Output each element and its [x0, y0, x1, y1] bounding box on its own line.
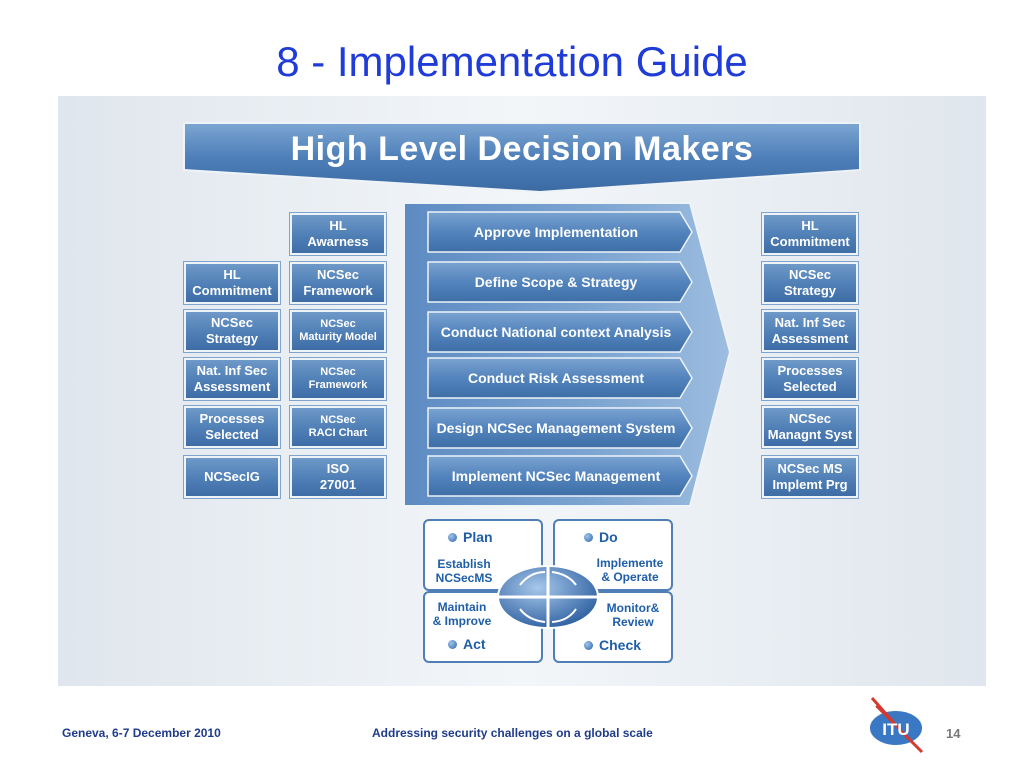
pdca-act-text: Maintain & Improve: [432, 600, 492, 628]
pdca-do-text: Implemente & Operate: [596, 556, 664, 584]
step-shape: [427, 357, 693, 399]
banner-shape: [183, 122, 861, 194]
svg-text:ITU: ITU: [882, 720, 909, 739]
step-shape: [427, 261, 693, 303]
left-inner-box: NCSec Framework: [290, 358, 386, 400]
page-number: 14: [946, 726, 961, 741]
step-label: Conduct Risk Assessment: [467, 370, 645, 386]
cycle-arrow-icon: [519, 571, 546, 586]
left-outer-box: NCSecIG: [184, 456, 280, 498]
pdca-act: Act: [448, 636, 486, 652]
left-outer-box: NCSec Strategy: [184, 310, 280, 352]
pdca-do: Do: [584, 529, 618, 545]
left-inner-box: NCSec Framework: [290, 262, 386, 304]
right-box: HL Commitment: [762, 213, 858, 255]
bullet-icon: [584, 640, 593, 650]
step-label: Conduct National context Analysis: [440, 324, 672, 340]
step-shape: [427, 311, 693, 353]
left-outer-box: HL Commitment: [184, 262, 280, 304]
left-inner-box: NCSec Maturity Model: [290, 310, 386, 352]
left-inner-box: HL Awarness: [290, 213, 386, 255]
right-box: NCSec Strategy: [762, 262, 858, 304]
step-label: Define Scope & Strategy: [474, 274, 638, 290]
bullet-icon: [584, 532, 593, 542]
step-shape: [427, 407, 693, 449]
itu-logo-icon: ITU: [868, 697, 924, 754]
pdca-check-text: Monitor& Review: [606, 601, 660, 629]
banner-title: High Level Decision Makers: [290, 130, 754, 168]
right-box: NCSec MS Implemt Prg: [762, 456, 858, 498]
bullet-icon: [448, 532, 457, 542]
step-label: Approve Implementation: [473, 224, 639, 240]
left-outer-box: Processes Selected: [184, 406, 280, 448]
step-shape: [427, 211, 693, 253]
bullet-icon: [448, 639, 457, 649]
left-inner-box: NCSec RACI Chart: [290, 406, 386, 448]
footer-location: Geneva, 6-7 December 2010: [62, 726, 221, 740]
right-box: NCSec Managnt Syst: [762, 406, 858, 448]
slide-title: 8 - Implementation Guide: [276, 38, 748, 85]
footer-caption: Addressing security challenges on a glob…: [372, 726, 653, 740]
step-label: Design NCSec Management System: [436, 420, 676, 436]
right-box: Nat. Inf Sec Assessment: [762, 310, 858, 352]
pdca-plan: Plan: [448, 529, 493, 545]
step-shape: [427, 455, 693, 497]
right-box: Processes Selected: [762, 358, 858, 400]
pdca-check: Check: [584, 637, 641, 653]
left-inner-box: ISO 27001: [290, 456, 386, 498]
pdca-plan-text: Establish NCSecMS: [435, 557, 493, 585]
left-outer-box: Nat. Inf Sec Assessment: [184, 358, 280, 400]
step-label: Implement NCSec Management: [451, 468, 661, 484]
